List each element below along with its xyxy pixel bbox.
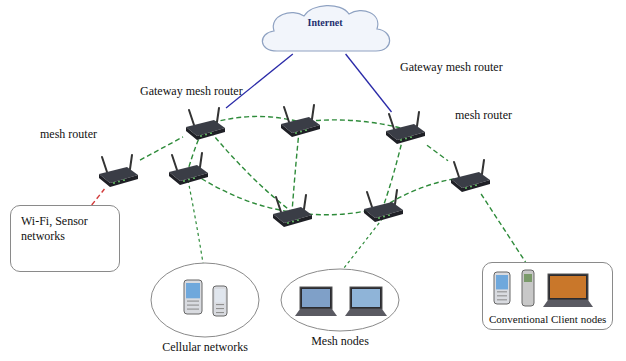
mesh-link bbox=[205, 125, 292, 212]
router-icon bbox=[281, 105, 320, 137]
phone-icon bbox=[184, 280, 202, 314]
wireless-link bbox=[481, 194, 525, 262]
phone-icon bbox=[494, 272, 510, 304]
uplink-line bbox=[346, 54, 392, 112]
client-box: Conventional Client nodes bbox=[482, 262, 613, 330]
router-icon bbox=[169, 153, 208, 185]
laptop-icon bbox=[543, 274, 593, 307]
router-icon bbox=[186, 108, 225, 140]
router-label: mesh router bbox=[40, 127, 97, 142]
internet-cloud: Internet bbox=[255, 2, 395, 54]
network-ellipse: Mesh nodes bbox=[280, 268, 400, 332]
router-label: mesh router bbox=[455, 108, 512, 123]
router-icon bbox=[451, 160, 490, 192]
phone-icon bbox=[213, 286, 227, 316]
router-icon bbox=[273, 195, 312, 227]
wireless-link bbox=[140, 137, 183, 160]
access-link bbox=[344, 218, 383, 268]
laptop-icon bbox=[295, 287, 337, 316]
node-label: Conventional Client nodes bbox=[489, 313, 606, 325]
gateway-router: Gateway mesh router bbox=[383, 112, 427, 146]
cloud-label: Internet bbox=[308, 17, 343, 28]
uplink-line bbox=[226, 54, 293, 108]
remote-icon bbox=[522, 270, 534, 306]
laptop-icon bbox=[345, 287, 387, 316]
gateway-router: Gateway mesh router bbox=[183, 108, 227, 142]
network-ellipse: Cellular networks bbox=[150, 262, 260, 338]
mesh-router: mesh router bbox=[96, 155, 140, 189]
router-icon bbox=[364, 190, 403, 222]
router-icon bbox=[386, 112, 425, 144]
cloud-outline bbox=[255, 2, 395, 54]
network-box: Wi-Fi, Sensor networks bbox=[10, 205, 120, 272]
ellipse-outline bbox=[150, 262, 260, 338]
ellipse-outline bbox=[280, 268, 400, 332]
router-icon bbox=[99, 155, 138, 187]
ellipse-shape bbox=[281, 269, 399, 331]
ellipse-shape bbox=[151, 263, 259, 337]
wireless-link bbox=[427, 145, 448, 161]
node-label: Wi-Fi, Sensor networks bbox=[21, 214, 109, 244]
access-link bbox=[188, 180, 203, 263]
router-label: Gateway mesh router bbox=[140, 84, 243, 99]
router-label: Gateway mesh router bbox=[400, 60, 503, 75]
node-label: Cellular networks bbox=[162, 340, 248, 355]
mesh-router: mesh router bbox=[448, 160, 492, 194]
node-label: Mesh nodes bbox=[311, 334, 369, 349]
cloud-shape bbox=[262, 6, 389, 51]
wireless-link bbox=[92, 189, 105, 205]
